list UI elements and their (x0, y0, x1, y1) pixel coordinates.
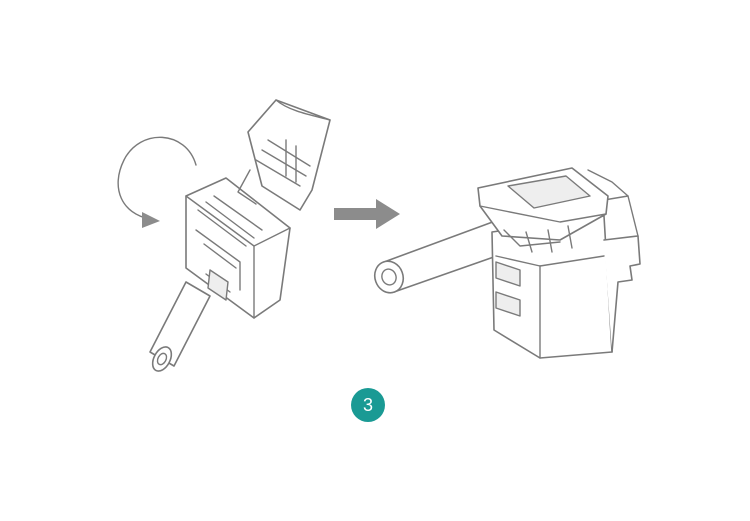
curved-rotate-arrow-icon (117, 136, 197, 228)
right-arrow-icon (334, 199, 400, 229)
step-number-badge: 3 (351, 388, 385, 422)
connector-closed-illustration (373, 167, 641, 359)
connector-open-illustration (149, 99, 331, 372)
